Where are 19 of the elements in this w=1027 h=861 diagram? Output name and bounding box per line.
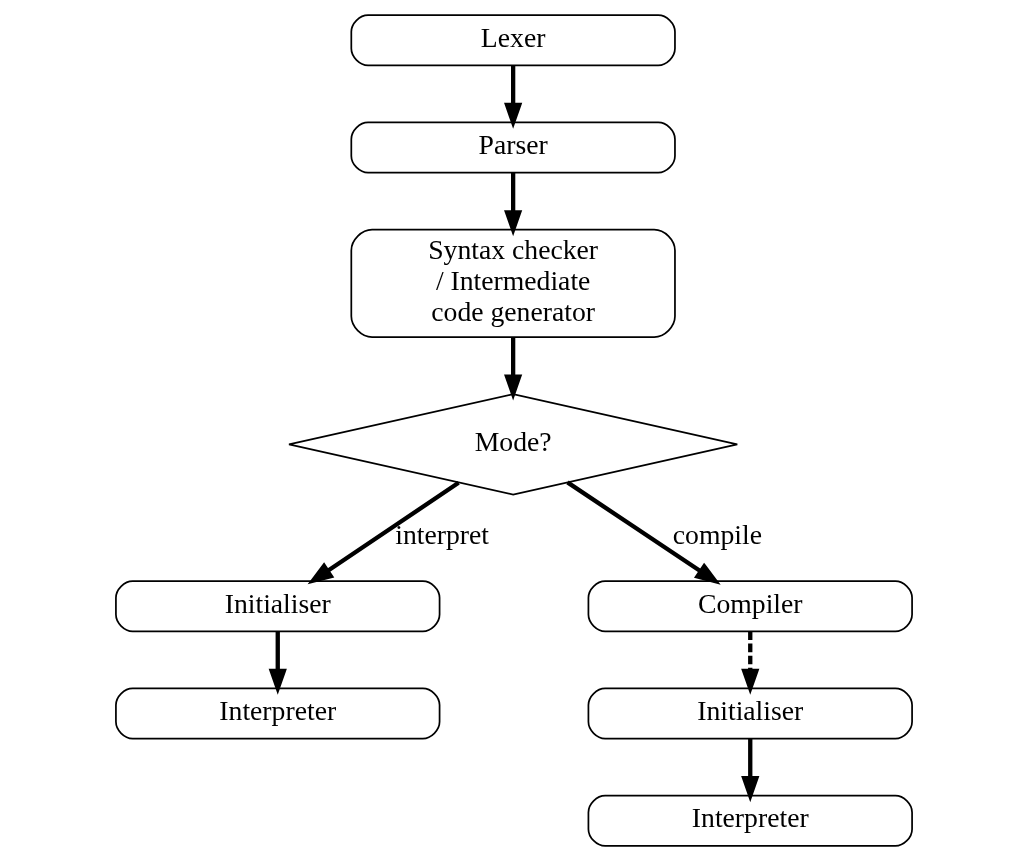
arrow bbox=[268, 631, 287, 695]
node-box: Initialiser bbox=[114, 580, 440, 633]
node-box: Parser bbox=[349, 121, 676, 174]
arrow bbox=[740, 738, 759, 803]
arrow bbox=[565, 480, 721, 585]
edge-label: compile bbox=[672, 519, 762, 551]
node-box: Interpreter bbox=[587, 794, 913, 847]
node-box: Compiler bbox=[587, 580, 913, 633]
node-diamond: Mode? bbox=[287, 393, 738, 496]
arrow bbox=[503, 172, 522, 237]
arrow bbox=[740, 631, 759, 695]
arrow bbox=[503, 65, 522, 129]
node-box: Lexer bbox=[349, 14, 676, 67]
arrow bbox=[307, 481, 460, 585]
edge-label: interpret bbox=[394, 519, 489, 551]
node-box: Syntax checker / Intermediate code generator bbox=[349, 228, 676, 338]
node-box: Initialiser bbox=[587, 687, 913, 740]
node-box: Interpreter bbox=[114, 687, 440, 740]
arrow bbox=[503, 337, 522, 401]
